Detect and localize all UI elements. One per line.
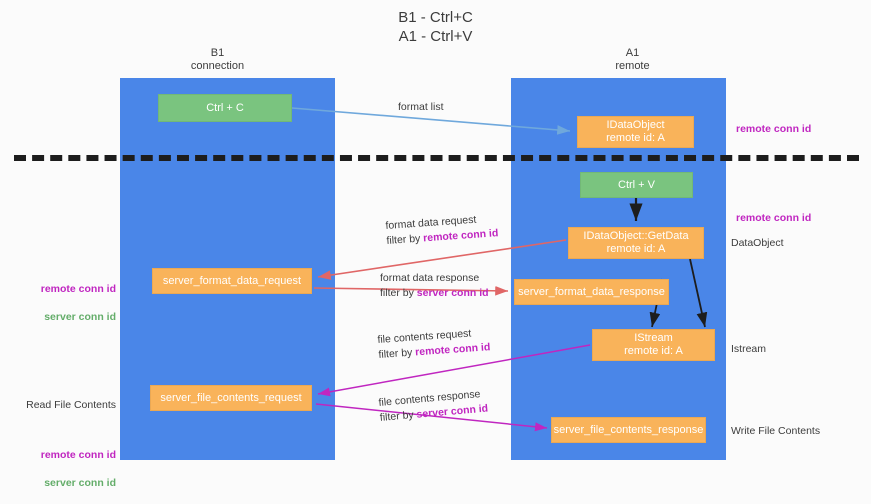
spacer [12, 426, 116, 434]
node-server-format-data-response[interactable]: server_format_data_response [514, 279, 669, 305]
lane-header-a1: A1 remote [615, 47, 650, 72]
node-server-format-data-request[interactable]: server_format_data_request [152, 268, 312, 294]
annotation-read-file-contents-group: Read File Contents remote conn id server… [12, 384, 116, 504]
edge-label-format-list: format list [398, 100, 444, 115]
annotation-left-server-conn-id: server conn id [44, 311, 116, 323]
filter-key-server-conn-id: server conn id [416, 287, 489, 299]
annotation-left-conn-ids: remote conn id server conn id [22, 268, 116, 338]
annotation-remote-conn-id-mid: remote conn id [736, 212, 812, 224]
filter-key-remote-conn-id: remote conn id [414, 341, 491, 359]
annotation-read-file-contents: Read File Contents [26, 399, 116, 411]
lane-header-b1: B1 connection [190, 47, 245, 72]
node-ctrl-c[interactable]: Ctrl + C [158, 94, 292, 122]
diagram-title: B1 - Ctrl+C A1 - Ctrl+V [398, 9, 473, 45]
edge-label-format-data-response: format data response filter by server co… [380, 271, 489, 301]
dashed-divider [14, 155, 859, 161]
node-ctrl-v[interactable]: Ctrl + V [580, 172, 693, 198]
node-istream[interactable]: IStream remote id: A [592, 329, 715, 361]
filter-prefix: filter by [386, 232, 424, 247]
edge-label-format-data-response-text: format data response [380, 272, 480, 284]
node-server-file-contents-request[interactable]: server_file_contents_request [150, 385, 312, 411]
node-idataobject[interactable]: IDataObject remote id: A [577, 116, 694, 148]
edge-label-file-contents-request: file contents request filter by remote c… [377, 325, 491, 363]
filter-prefix: filter by [379, 408, 418, 424]
annotation-remote-conn-id-top: remote conn id [736, 123, 812, 135]
node-idataobject-getdata[interactable]: IDataObject::GetData remote id: A [568, 227, 704, 259]
filter-prefix: filter by [380, 287, 417, 299]
edge-label-format-data-request: format data request filter by remote con… [385, 211, 499, 249]
diagram-canvas: B1 - Ctrl+C A1 - Ctrl+V B1 connection A1… [14, 9, 859, 489]
edge-label-file-contents-response: file contents response filter by server … [378, 387, 489, 426]
annotation-istream: Istream [731, 343, 767, 355]
filter-key-remote-conn-id: remote conn id [422, 227, 499, 245]
annotation-left2-remote-conn-id: remote conn id [40, 449, 116, 461]
annotation-left-remote-conn-id: remote conn id [40, 283, 116, 295]
filter-prefix: filter by [378, 346, 416, 361]
node-server-file-contents-response[interactable]: server_file_contents_response [551, 417, 706, 443]
edge-label-format-data-response-filter: filter by server conn id [380, 286, 489, 301]
annotation-dataobject: DataObject [731, 237, 784, 249]
annotation-left2-server-conn-id: server conn id [44, 477, 116, 489]
annotation-write-file-contents: Write File Contents [731, 425, 821, 437]
edge-label-format-list-text: format list [398, 101, 444, 113]
